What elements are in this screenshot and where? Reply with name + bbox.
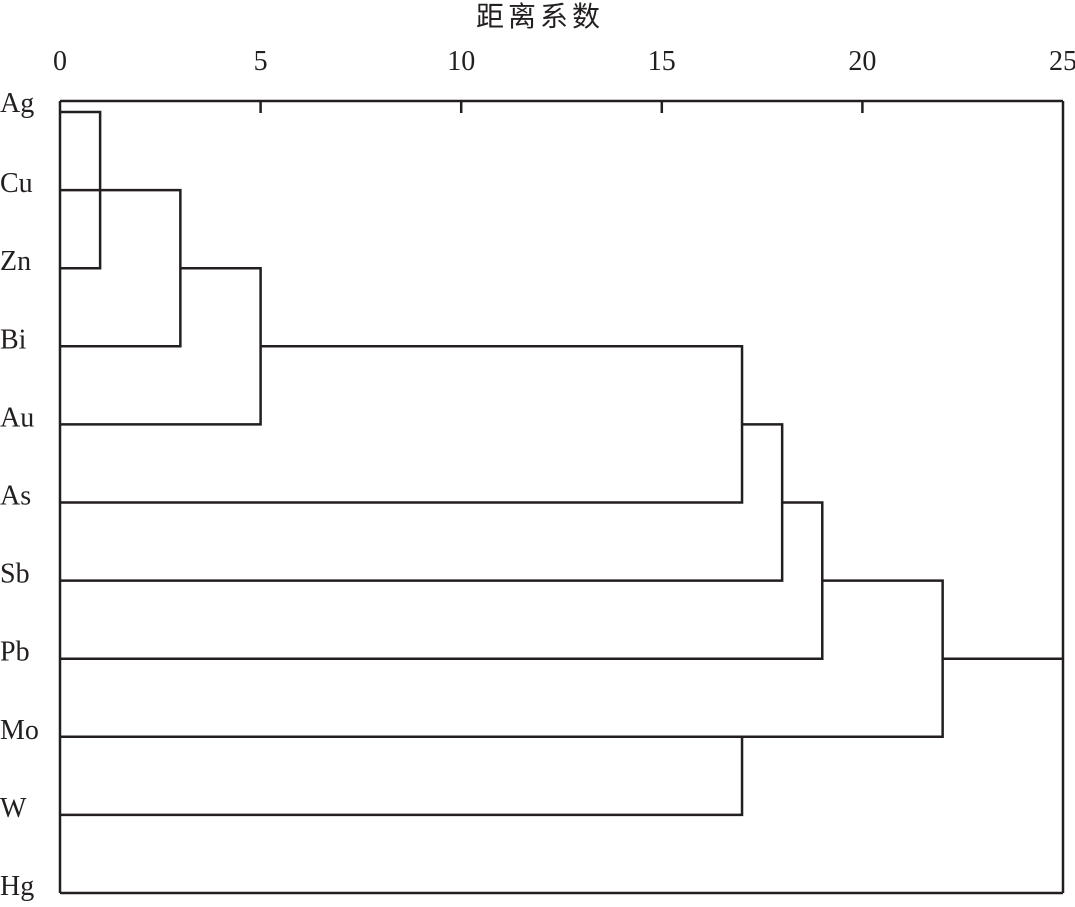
leaf-label-zn: Zn: [0, 246, 31, 277]
x-tick-label: 25: [1049, 46, 1075, 77]
x-tick-label: 15: [648, 46, 676, 77]
leaf-label-w: W: [0, 793, 27, 824]
x-tick-label: 5: [254, 46, 268, 77]
leaf-label-au: Au: [0, 402, 34, 433]
leaf-label-hg: Hg: [0, 871, 34, 902]
leaf-label-bi: Bi: [0, 324, 27, 355]
leaf-label-pb: Pb: [0, 637, 30, 668]
x-tick-label: 0: [53, 46, 67, 77]
chart-title: 距离系数: [476, 1, 604, 33]
dendrogram-link: [60, 736, 744, 817]
x-tick-label: 20: [848, 46, 876, 77]
leaf-label-ag: Ag: [0, 88, 34, 119]
leaf-label-cu: Cu: [0, 168, 33, 199]
leaf-label-as: As: [0, 481, 31, 512]
x-tick-label: 10: [447, 46, 475, 77]
leaf-label-mo: Mo: [0, 715, 39, 746]
leaf-label-sb: Sb: [0, 559, 30, 590]
